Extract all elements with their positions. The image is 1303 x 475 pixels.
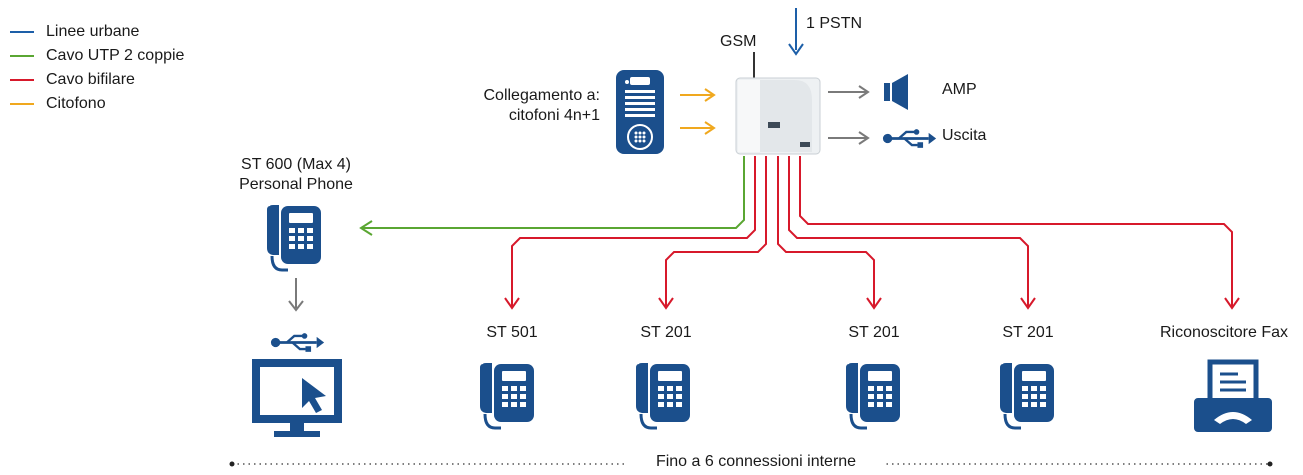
st201-label: ST 201: [848, 324, 900, 341]
st600-label-line1: ST 600 (Max 4): [241, 156, 351, 173]
legend-swatch: [10, 103, 34, 105]
legend-swatch: [10, 31, 34, 33]
legend-swatch: [10, 55, 34, 57]
st201-label: ST 201: [1002, 324, 1054, 341]
usb-icon: [882, 129, 938, 148]
footer-label: Fino a 6 connessioni interne: [628, 452, 884, 472]
intercom-icon: [616, 70, 664, 154]
output-arrows: [828, 85, 870, 145]
footer-range-line: [229, 461, 1273, 467]
pbx-unit-icon: [735, 52, 821, 155]
collegamento-label-line1: Collegamento a:: [483, 87, 600, 104]
intercom-arrows: [680, 88, 716, 135]
gsm-label: GSM: [720, 33, 757, 50]
st501-label: ST 501: [486, 324, 538, 341]
desk-phone-icon: [846, 363, 900, 428]
desk-phone-icon: [636, 363, 690, 428]
uscita-label: Uscita: [942, 127, 987, 144]
usb-icon: [270, 333, 326, 352]
pc-arrow: [288, 278, 304, 312]
fax-icon: [1194, 359, 1272, 432]
fax-label: Riconoscitore Fax: [1159, 324, 1289, 341]
st600-label-line2: Personal Phone: [239, 176, 353, 193]
collegamento-label-line2: citofoni 4n+1: [508, 107, 600, 124]
st201-label: ST 201: [640, 324, 692, 341]
speaker-icon: [884, 74, 908, 110]
monitor-icon: [252, 359, 342, 437]
desk-phone-icon: [1000, 363, 1054, 428]
bifilar-lines: [504, 156, 1240, 310]
pstn-line: [788, 8, 804, 56]
legend-label: Cavo bifilare: [46, 71, 135, 88]
legend-label: Linee urbane: [46, 23, 140, 40]
utp-line: [359, 156, 745, 236]
legend-swatch: [10, 79, 34, 81]
desk-phone-icon: [480, 363, 534, 428]
pstn-label: 1 PSTN: [806, 15, 863, 32]
legend-label: Citofono: [46, 95, 106, 112]
st600-phone-icon: [267, 205, 321, 270]
legend-label: Cavo UTP 2 coppie: [46, 47, 185, 64]
amp-label: AMP: [942, 81, 977, 98]
